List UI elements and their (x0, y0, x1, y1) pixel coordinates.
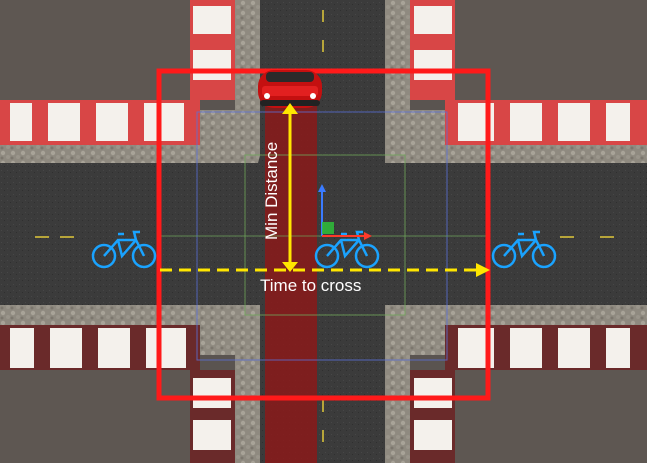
lane-markings (35, 10, 614, 442)
gizmo-move-icon[interactable] (318, 184, 372, 240)
bottom-curb-stripes (0, 325, 647, 370)
bicycle-icon (91, 230, 157, 269)
min-distance-label: Min Distance (262, 141, 281, 240)
bicycle-icon (314, 230, 380, 269)
detection-zone (156, 68, 491, 401)
time-to-cross-label: Time to cross (260, 276, 362, 295)
time-to-cross-arrow (160, 263, 490, 277)
min-distance-arrow (282, 103, 298, 272)
top-curb-stripes (0, 100, 647, 145)
bicycle-icon (491, 230, 557, 269)
car-icon (258, 70, 322, 108)
vertical-curb-stripes (190, 0, 455, 463)
